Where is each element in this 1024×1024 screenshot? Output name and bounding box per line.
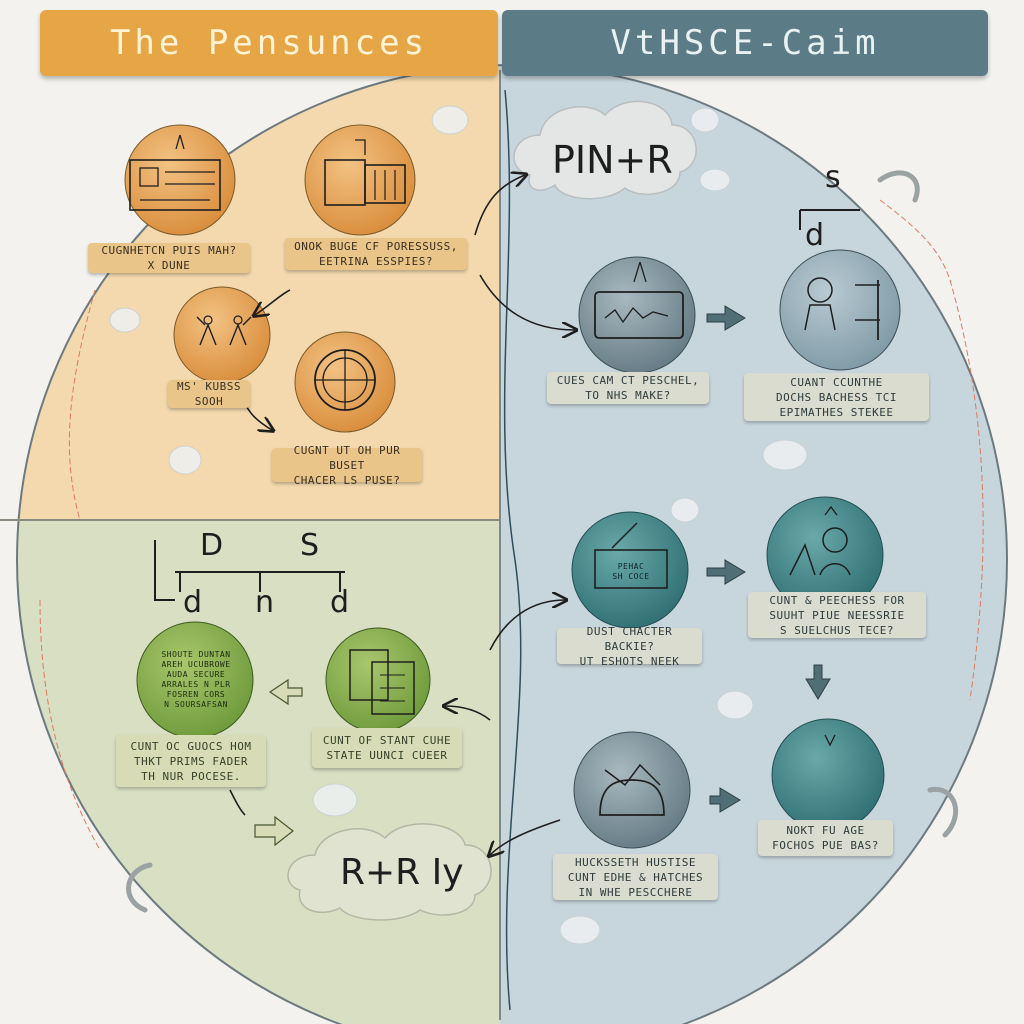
cloud-bottom-label: R+R Iy <box>340 852 464 893</box>
handle <box>927 787 959 838</box>
left-arrow-icon <box>268 678 303 706</box>
droplets <box>109 105 808 945</box>
wavy-divider <box>503 89 522 1011</box>
note-blue-6: HUCKSSETH HUSTISE CUNT EDHE & HATCHES IN… <box>553 854 718 900</box>
quadrant-top-left <box>17 65 500 520</box>
left-arrow-icon <box>709 787 741 813</box>
note-blue-5: NOKT FU AGE FOCHOS PUE BAS? <box>758 820 893 856</box>
circle-teal-sign-icon <box>571 511 689 629</box>
header-left-title: The Pensunces <box>40 10 498 76</box>
right-arrow-icon <box>254 815 294 847</box>
note-green-1: CUNT OC GUOCS HOM THKT PRIMS FADER TH NU… <box>116 735 266 787</box>
circle-archive-icon <box>304 124 416 236</box>
cloud-top <box>513 100 697 200</box>
circle-person-panel-icon <box>779 249 901 371</box>
down-arrow-icon <box>805 664 831 700</box>
note-orange-2: ONOK BUGE CF PORESSUSS, EETRINA ESSPIES? <box>285 238 467 270</box>
note-blue-1: CUES CAM CT PESCHEL, TO NHS MAKE? <box>547 372 709 404</box>
arrows <box>229 175 575 855</box>
left-arrow-icon <box>706 305 746 331</box>
circle-teal-card-icon <box>771 718 885 832</box>
handwritten-S: S <box>300 528 320 563</box>
green-circle-text: SHOUTE DUNTAN AREH UCUBROWE AUDA SECURE … <box>161 650 231 709</box>
note-orange-4: CUGNT UT OH PUR BUSET CHACER LS PUSE? <box>272 444 422 487</box>
handwritten-d: d <box>330 585 350 620</box>
note-green-2: CUNT OF STANT CUHE STATE UUNCI CUEER <box>312 728 462 768</box>
green-arrows <box>254 678 303 847</box>
circle-card-icon <box>124 124 236 236</box>
handwritten-d: d <box>805 218 825 253</box>
circle-green-document-icon <box>325 627 431 733</box>
note-blue-4: CUNT & PEECHESS FOR SUUHT PIUE NEESSRIE … <box>748 592 926 638</box>
note-blue-3: DUST CHACTER BACKIE? UT ESHOTS NEEK <box>557 625 702 668</box>
note-orange-3: MS' KUBSS SOOH <box>168 380 250 408</box>
note-orange-1: CUGNHETCN PUIS MAH? X DUNE <box>88 243 250 273</box>
header-right-title: VtHSCE-Caim <box>502 10 988 76</box>
accent-curve <box>39 599 101 851</box>
accent-curve <box>879 199 951 281</box>
handwritten-s: s <box>825 160 841 195</box>
bracket-line <box>154 540 345 601</box>
circle-people-icon <box>173 286 271 384</box>
circle-globe-icon <box>294 331 396 433</box>
small-arrows <box>706 305 831 813</box>
handle <box>877 170 920 203</box>
cloud-top-label: PIN+R <box>552 138 673 182</box>
handwritten-D: D <box>200 528 224 563</box>
accent-curve <box>949 279 984 701</box>
circle-bag-icon <box>573 731 691 849</box>
handwritten-d: d <box>183 585 203 620</box>
circle-monitor-icon <box>578 256 696 374</box>
teal-circle-text: PEHAC SH COCE <box>612 562 650 581</box>
left-arrow-icon <box>706 559 746 585</box>
bracket-line <box>799 209 860 230</box>
handwritten-n: n <box>255 585 275 620</box>
note-blue-2: CUANT CCUNTHE DOCHS BACHESS TCI EPIMATHE… <box>744 373 929 421</box>
handle <box>126 862 153 913</box>
